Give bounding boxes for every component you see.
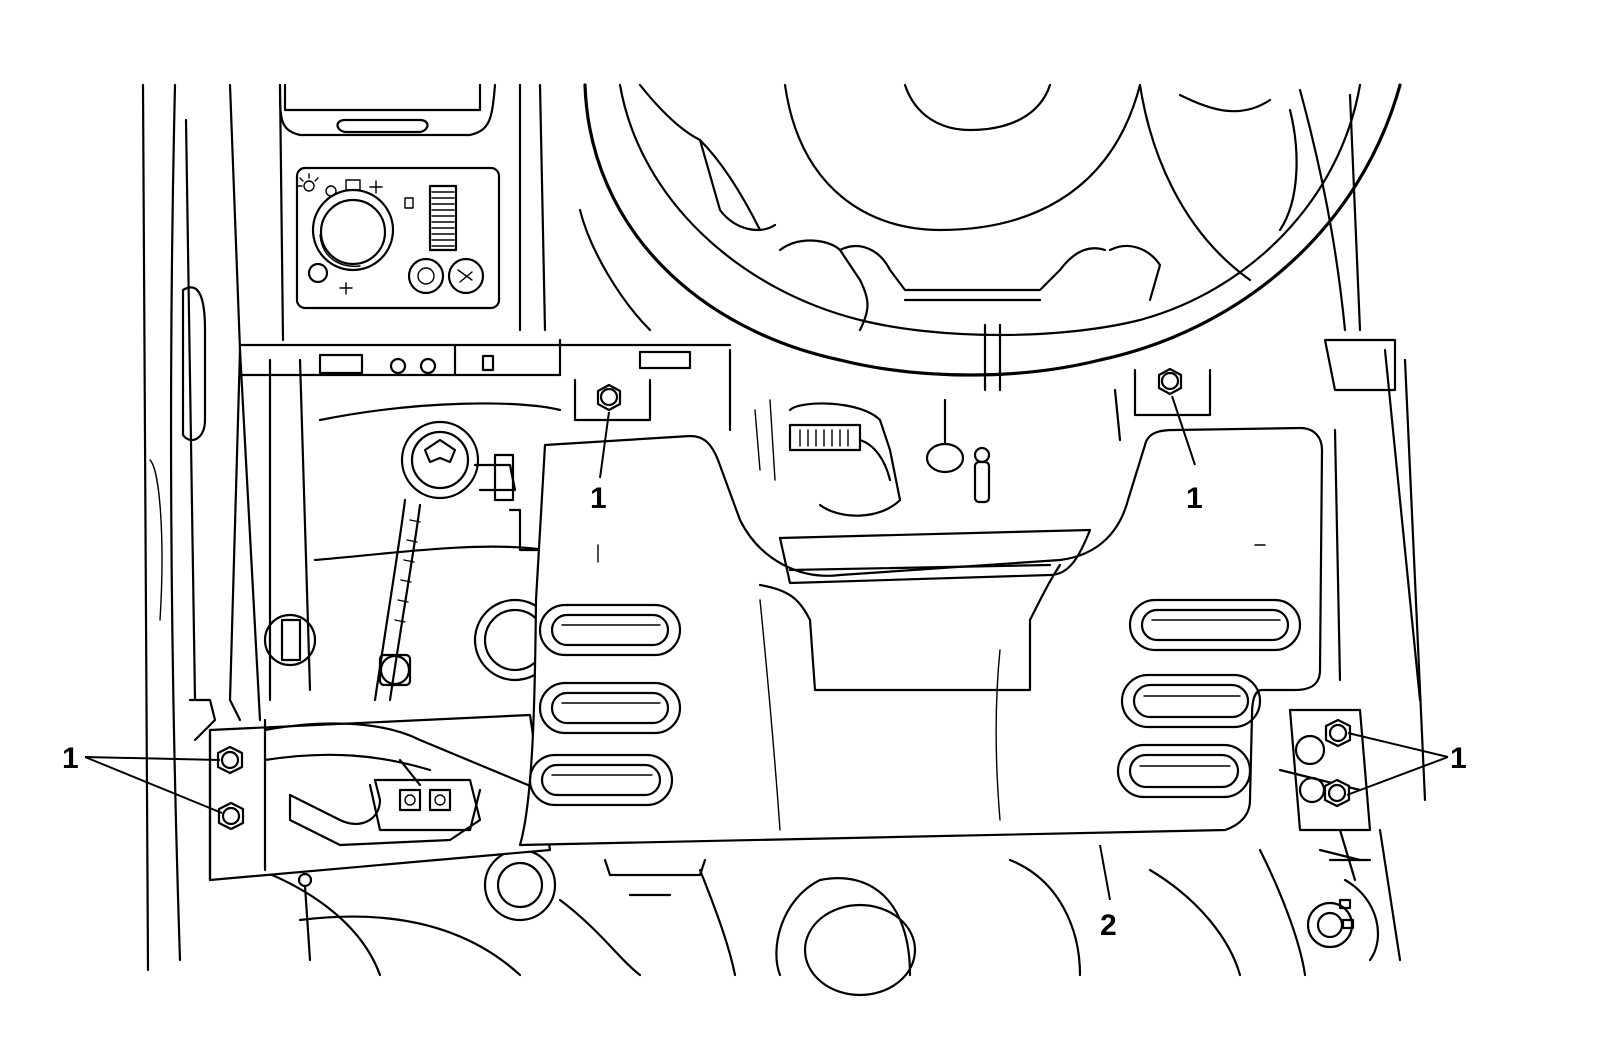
background-structure bbox=[141, 83, 1427, 977]
panel-slots-left bbox=[528, 603, 682, 807]
fasteners-right-pair bbox=[1323, 718, 1352, 808]
light-symbols bbox=[297, 173, 414, 209]
svg-text:1: 1 bbox=[62, 742, 79, 775]
callout-1-top-left: 1 bbox=[590, 411, 610, 515]
switch-grille bbox=[428, 184, 458, 252]
callout-1-top-right: 1 bbox=[1171, 395, 1203, 515]
fastener-top-left bbox=[573, 378, 652, 422]
steering-column bbox=[728, 348, 1122, 517]
fastener-top-right bbox=[1133, 367, 1212, 417]
svg-text:2: 2 bbox=[1100, 909, 1117, 942]
parking-brake-cable bbox=[373, 420, 542, 702]
steering-wheel bbox=[578, 83, 1402, 392]
svg-text:1: 1 bbox=[1186, 482, 1203, 515]
left-support-bracket bbox=[188, 698, 552, 962]
svg-text:1: 1 bbox=[1450, 742, 1467, 775]
callout-2-panel: 2 bbox=[1099, 844, 1117, 942]
callout-1-left-pair: 1 bbox=[62, 742, 223, 814]
headlamp-switch-panel bbox=[278, 83, 692, 375]
panel-slots-right bbox=[1116, 598, 1302, 799]
callout-1-right-pair: 1 bbox=[1346, 732, 1467, 796]
knee-bolster-panel bbox=[518, 426, 1324, 847]
svg-text:1: 1 bbox=[590, 482, 607, 515]
fasteners-left-pair bbox=[216, 745, 245, 831]
